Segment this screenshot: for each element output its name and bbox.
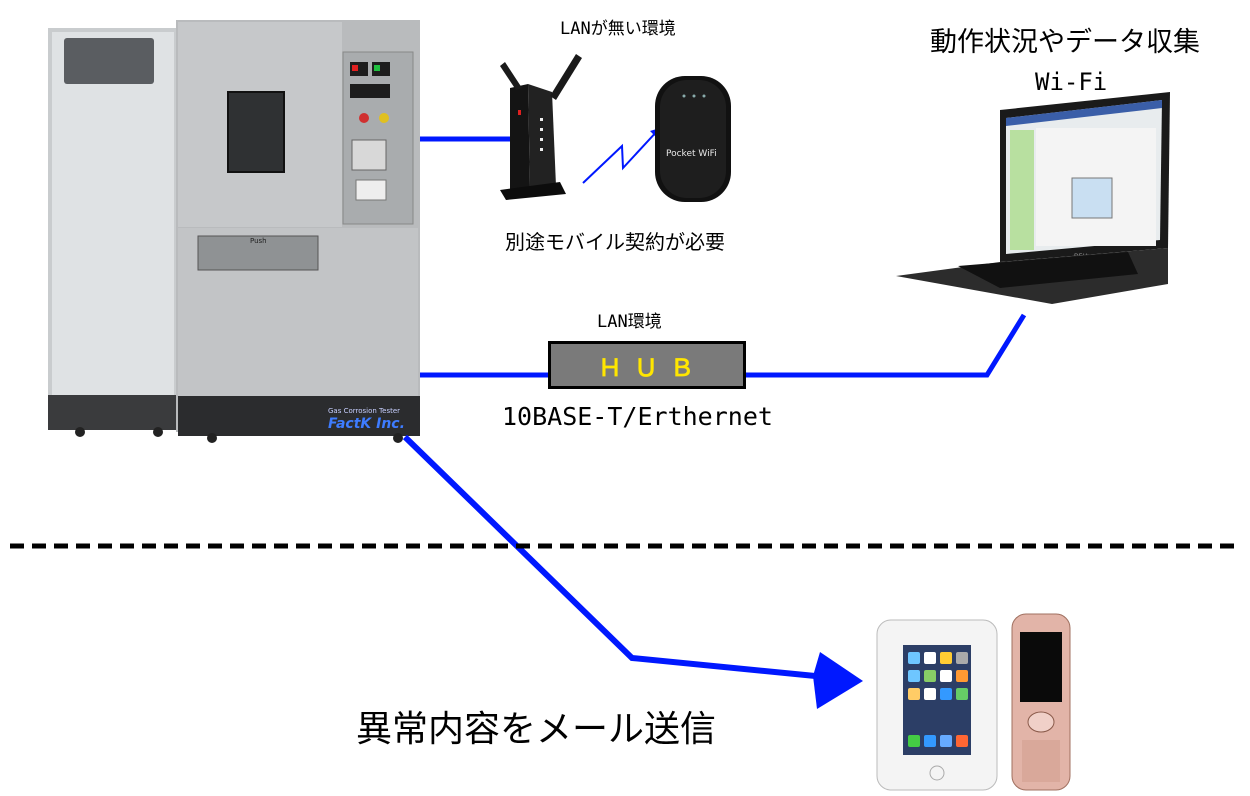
status-data-collection-title: 動作状況やデータ収集 (930, 27, 1200, 58)
gas-corrosion-tester-image: Push Gas Corrosion Tester FactK Inc. (48, 20, 420, 443)
router-antenna-right (550, 54, 582, 100)
hub-box: ＨＵＢ (548, 341, 746, 389)
feature-phone-image (1011, 613, 1071, 791)
chamber-side-base (48, 395, 178, 430)
drawer (197, 235, 319, 271)
error-email-label: 異常内容をメール送信 (356, 709, 717, 750)
smartphone-image (876, 619, 998, 791)
tester-small-label: Gas Corrosion Tester (328, 407, 400, 415)
wireless-signal-icon (582, 127, 661, 184)
chamber-view-window (227, 91, 285, 173)
connection-line-hub-laptop (746, 313, 1027, 378)
ethernet-label: 10BASE-T/Erthernet (502, 402, 773, 431)
mail-arrowhead (813, 652, 863, 709)
mobile-contract-note: 別途モバイル契約が必要 (505, 230, 725, 254)
pocket-wifi-label: Pocket WiFi (666, 149, 717, 159)
drawer-push-label: Push (250, 237, 267, 245)
router-image (500, 54, 582, 200)
hub-label: ＨＵＢ (598, 353, 706, 382)
chamber-side-panel-face (52, 32, 174, 422)
laptop-image: DELL (896, 92, 1170, 304)
no-lan-environment-label: LANが無い環境 (560, 19, 676, 39)
connection-line-mail (402, 434, 857, 683)
chamber-side-window (64, 38, 154, 84)
laptop-keyboard (958, 252, 1138, 288)
pocket-wifi-image: Pocket WiFi (655, 76, 731, 202)
wifi-label: Wi-Fi (1035, 68, 1108, 96)
router-antenna-left (500, 62, 522, 90)
tester-brand-label: FactK Inc. (328, 416, 405, 432)
chamber-base (178, 396, 420, 436)
lan-environment-label: LAN環境 (597, 312, 662, 332)
